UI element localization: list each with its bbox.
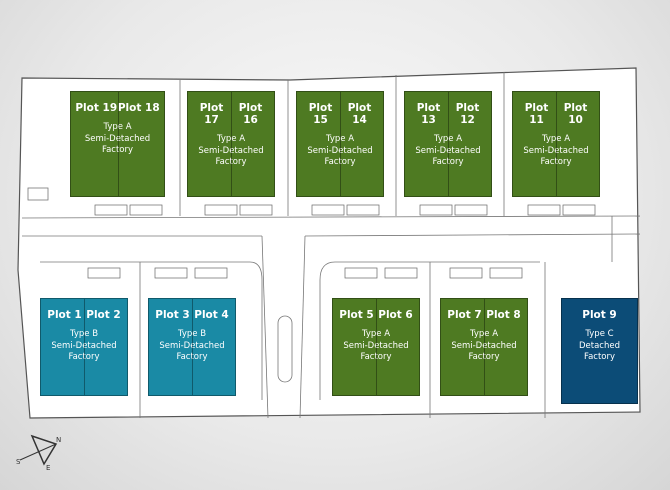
plot-name: Plot 14: [347, 102, 372, 126]
plot-names: Plot 11 Plot 10: [513, 102, 599, 126]
plot-name: Plot 3: [155, 309, 190, 321]
plot-name: Plot 19: [75, 102, 118, 114]
compass-south: S: [16, 458, 21, 466]
plot-label: Factory: [324, 157, 356, 167]
plot-label: Factory: [101, 145, 134, 155]
plot-type: Type A: [361, 329, 391, 339]
plot-name: Plot 6: [378, 309, 413, 321]
party-wall: [117, 92, 119, 196]
plot-names: Plot 7 Plot 8: [441, 309, 527, 321]
plot-name: Plot 17: [199, 102, 224, 126]
plot-label: Factory: [540, 157, 572, 167]
plot-style: Detached: [578, 340, 620, 351]
plot-style: Semi-Detached: [198, 145, 264, 156]
plot-name: Plot 5: [339, 309, 374, 321]
compass: N S E: [14, 430, 64, 474]
party-wall: [84, 299, 85, 395]
plot-type: Type A: [325, 134, 355, 144]
plot-type: Type B: [177, 329, 207, 339]
plot-label: Factory: [68, 352, 100, 362]
plot-names: Plot 3 Plot 4: [149, 309, 235, 321]
plot-names: Plot 17 Plot 16: [188, 102, 274, 126]
plot-style: Semi-Detached: [451, 340, 517, 351]
plot-label: Factory: [360, 352, 392, 362]
plot-style: Semi-Detached: [415, 145, 481, 156]
plot-name: Plot 4: [194, 309, 229, 321]
plot-type: Type A: [469, 329, 499, 339]
plot-type: Type A: [541, 134, 571, 144]
plot-type: Type A: [216, 134, 246, 144]
plot-label: Factory: [468, 352, 500, 362]
plot-type: Type B: [69, 329, 99, 339]
plot-names: Plot 9: [562, 309, 637, 321]
party-wall: [376, 299, 377, 395]
plot-style: Semi-Detached: [523, 145, 589, 156]
plot-type: Type A: [433, 134, 463, 144]
plot-name: Plot 18: [117, 102, 160, 114]
plot-name: Plot 9: [582, 309, 617, 321]
plot-type: Type C: [585, 329, 614, 339]
plot-style: Semi-Detached: [84, 133, 151, 144]
plot-type: Type A: [103, 122, 132, 132]
plot-name: Plot 8: [486, 309, 521, 321]
party-wall: [192, 299, 193, 395]
plot-name: Plot 7: [447, 309, 482, 321]
compass-icon: [19, 434, 58, 466]
plot-name: Plot 11: [524, 102, 549, 126]
plot-style: Semi-Detached: [307, 145, 373, 156]
plot-names: Plot 13 Plot 12: [405, 102, 491, 126]
plot-label: Factory: [432, 157, 464, 167]
party-wall: [556, 92, 557, 196]
plot-name: Plot 2: [86, 309, 121, 321]
plot-style: Semi-Detached: [159, 340, 225, 351]
plot-name: Plot 10: [563, 102, 588, 126]
plot-name: Plot 1: [47, 309, 82, 321]
party-wall: [448, 92, 449, 196]
plot-names: Plot 5 Plot 6: [333, 309, 419, 321]
compass-north: N: [56, 436, 62, 444]
plot-label: Factory: [176, 352, 208, 362]
plot-name: Plot 16: [238, 102, 263, 126]
party-wall: [484, 299, 485, 395]
plot-name: Plot 15: [308, 102, 333, 126]
plot-name: Plot 12: [455, 102, 480, 126]
party-wall: [340, 92, 341, 196]
plot-style: Semi-Detached: [343, 340, 409, 351]
plot-label: Factory: [583, 352, 616, 362]
plot-style: Semi-Detached: [51, 340, 117, 351]
party-wall: [231, 92, 232, 196]
compass-east: E: [46, 464, 51, 472]
plot-names: Plot 1 Plot 2: [41, 309, 127, 321]
plot-names: Plot 15 Plot 14: [297, 102, 383, 126]
plot-label: Factory: [215, 157, 247, 167]
plot-name: Plot 13: [416, 102, 441, 126]
